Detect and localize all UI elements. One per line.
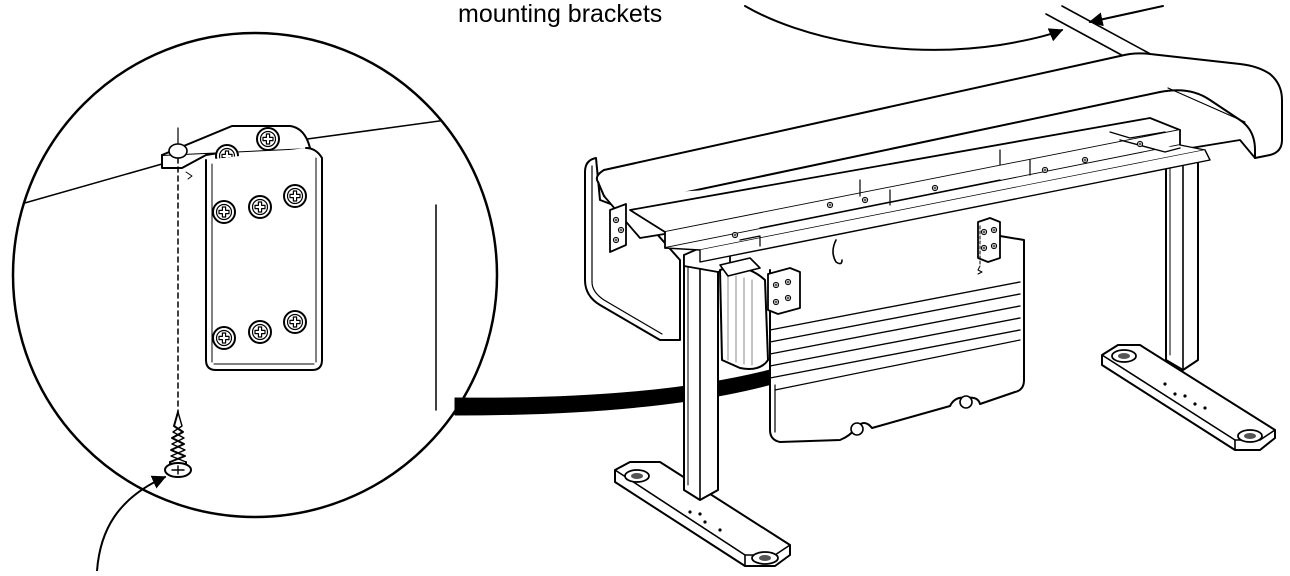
right-foot bbox=[1101, 344, 1276, 451]
frame-rails bbox=[629, 117, 1211, 263]
desk-assembly bbox=[584, 52, 1283, 567]
right-leg bbox=[1165, 144, 1199, 371]
wood-screw-icon bbox=[164, 411, 192, 478]
left-foot bbox=[614, 461, 791, 567]
privacy-panel bbox=[584, 157, 681, 341]
modesty-panel bbox=[769, 235, 1025, 443]
mounting-bracket-rear bbox=[977, 217, 1001, 275]
mounting-brackets-callout bbox=[744, 5, 1164, 66]
side-bracket-left bbox=[609, 203, 627, 253]
mounting-bracket-front bbox=[767, 267, 801, 315]
motor-housing bbox=[719, 266, 769, 370]
detail-magnifier bbox=[11, 31, 499, 519]
cable-hook bbox=[832, 239, 843, 265]
mounting-brackets-label: mounting brackets bbox=[458, 0, 663, 28]
mounting-bracket-detail bbox=[161, 125, 323, 371]
screw-callout-arrow bbox=[96, 475, 167, 572]
